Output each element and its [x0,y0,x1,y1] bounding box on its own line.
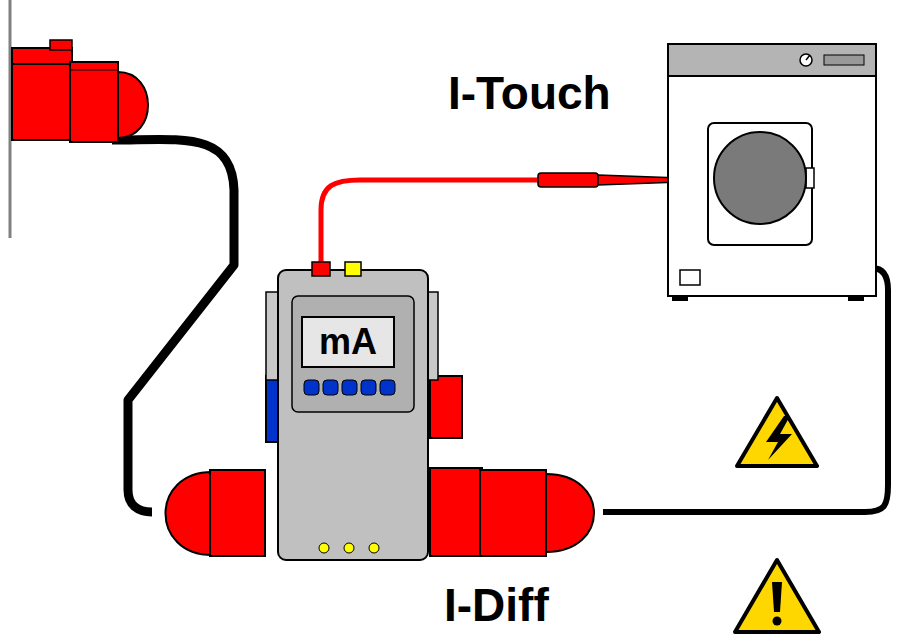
caution-warning-sign [735,560,819,632]
display-unit: mA [319,321,377,363]
wall-socket [12,40,148,142]
probe-lead [321,180,545,268]
touch-current-label: I-Touch [448,66,611,120]
washing-machine [668,44,876,301]
appliance-cable [603,268,888,512]
differential-current-label: I-Diff [444,578,549,632]
tester-device [266,262,438,560]
supply-cable [112,139,234,512]
meter-display: mA [301,316,395,368]
voltage-warning-sign [737,398,817,466]
